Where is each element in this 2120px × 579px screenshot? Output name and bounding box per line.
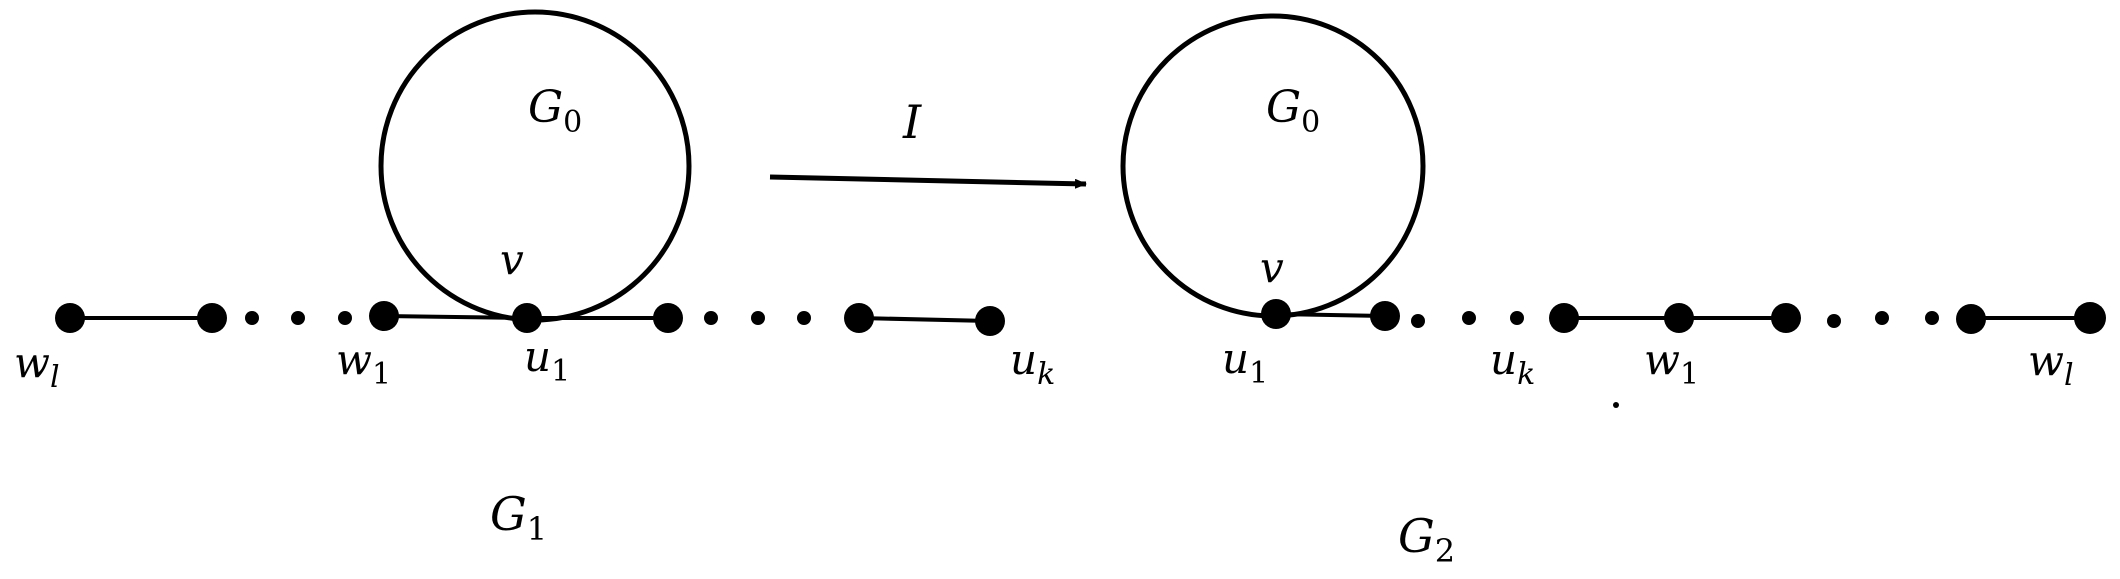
edge-v-u2-right bbox=[1275, 312, 1386, 318]
mapping-arrow: I bbox=[769, 95, 1087, 189]
node-w1-right bbox=[1664, 303, 1694, 333]
ellipsis-w-right bbox=[1827, 311, 1939, 328]
label-uk-right: uk bbox=[1490, 335, 1535, 392]
arrow-line bbox=[769, 174, 1087, 189]
g0-cycle-left bbox=[378, 9, 692, 323]
node-u2-right bbox=[1370, 301, 1400, 331]
edge-uk-left bbox=[858, 316, 991, 323]
edge-w1-v bbox=[383, 314, 528, 320]
graph-g1: G0 v wl w1 u1 uk G1 bbox=[14, 9, 1055, 548]
mapping-label: I bbox=[902, 95, 922, 149]
node-w2-right bbox=[1771, 303, 1801, 333]
node-u2-left bbox=[653, 303, 683, 333]
node-w1-left bbox=[369, 301, 399, 331]
label-u1-left: u1 bbox=[524, 332, 570, 389]
node-wl-left bbox=[55, 303, 85, 333]
node-wl-right bbox=[2074, 302, 2106, 334]
label-w1-left: w1 bbox=[336, 335, 391, 392]
graph-name-g2: G2 bbox=[1398, 509, 1455, 570]
graph-g2: G0 v u1 uk w1 wl G2 bbox=[1120, 13, 2106, 570]
stray-dot bbox=[1613, 402, 1619, 408]
g0-label-right: G0 bbox=[1266, 82, 1320, 140]
ellipsis-u-left bbox=[704, 311, 811, 325]
ellipsis-w-left bbox=[245, 311, 352, 325]
label-wl-right: wl bbox=[2028, 336, 2074, 393]
node-v-right bbox=[1261, 299, 1291, 329]
label-w1-right: w1 bbox=[1644, 335, 1699, 392]
label-uk-left: uk bbox=[1010, 335, 1055, 392]
ellipsis-u-right bbox=[1411, 311, 1524, 328]
vertex-v-label-right: v bbox=[1260, 243, 1284, 292]
node-w2-left bbox=[197, 303, 227, 333]
node-v-left bbox=[512, 303, 542, 333]
vertex-v-label-left: v bbox=[500, 235, 524, 284]
node-wl1-right bbox=[1956, 304, 1986, 334]
label-u1-right: u1 bbox=[1222, 334, 1268, 391]
node-uk-left bbox=[975, 306, 1005, 336]
graph-name-g1: G1 bbox=[490, 487, 547, 548]
label-wl-left: wl bbox=[14, 338, 60, 395]
g0-label-left: G0 bbox=[528, 82, 582, 140]
node-uk1-left bbox=[844, 303, 874, 333]
node-uk-right bbox=[1549, 303, 1579, 333]
